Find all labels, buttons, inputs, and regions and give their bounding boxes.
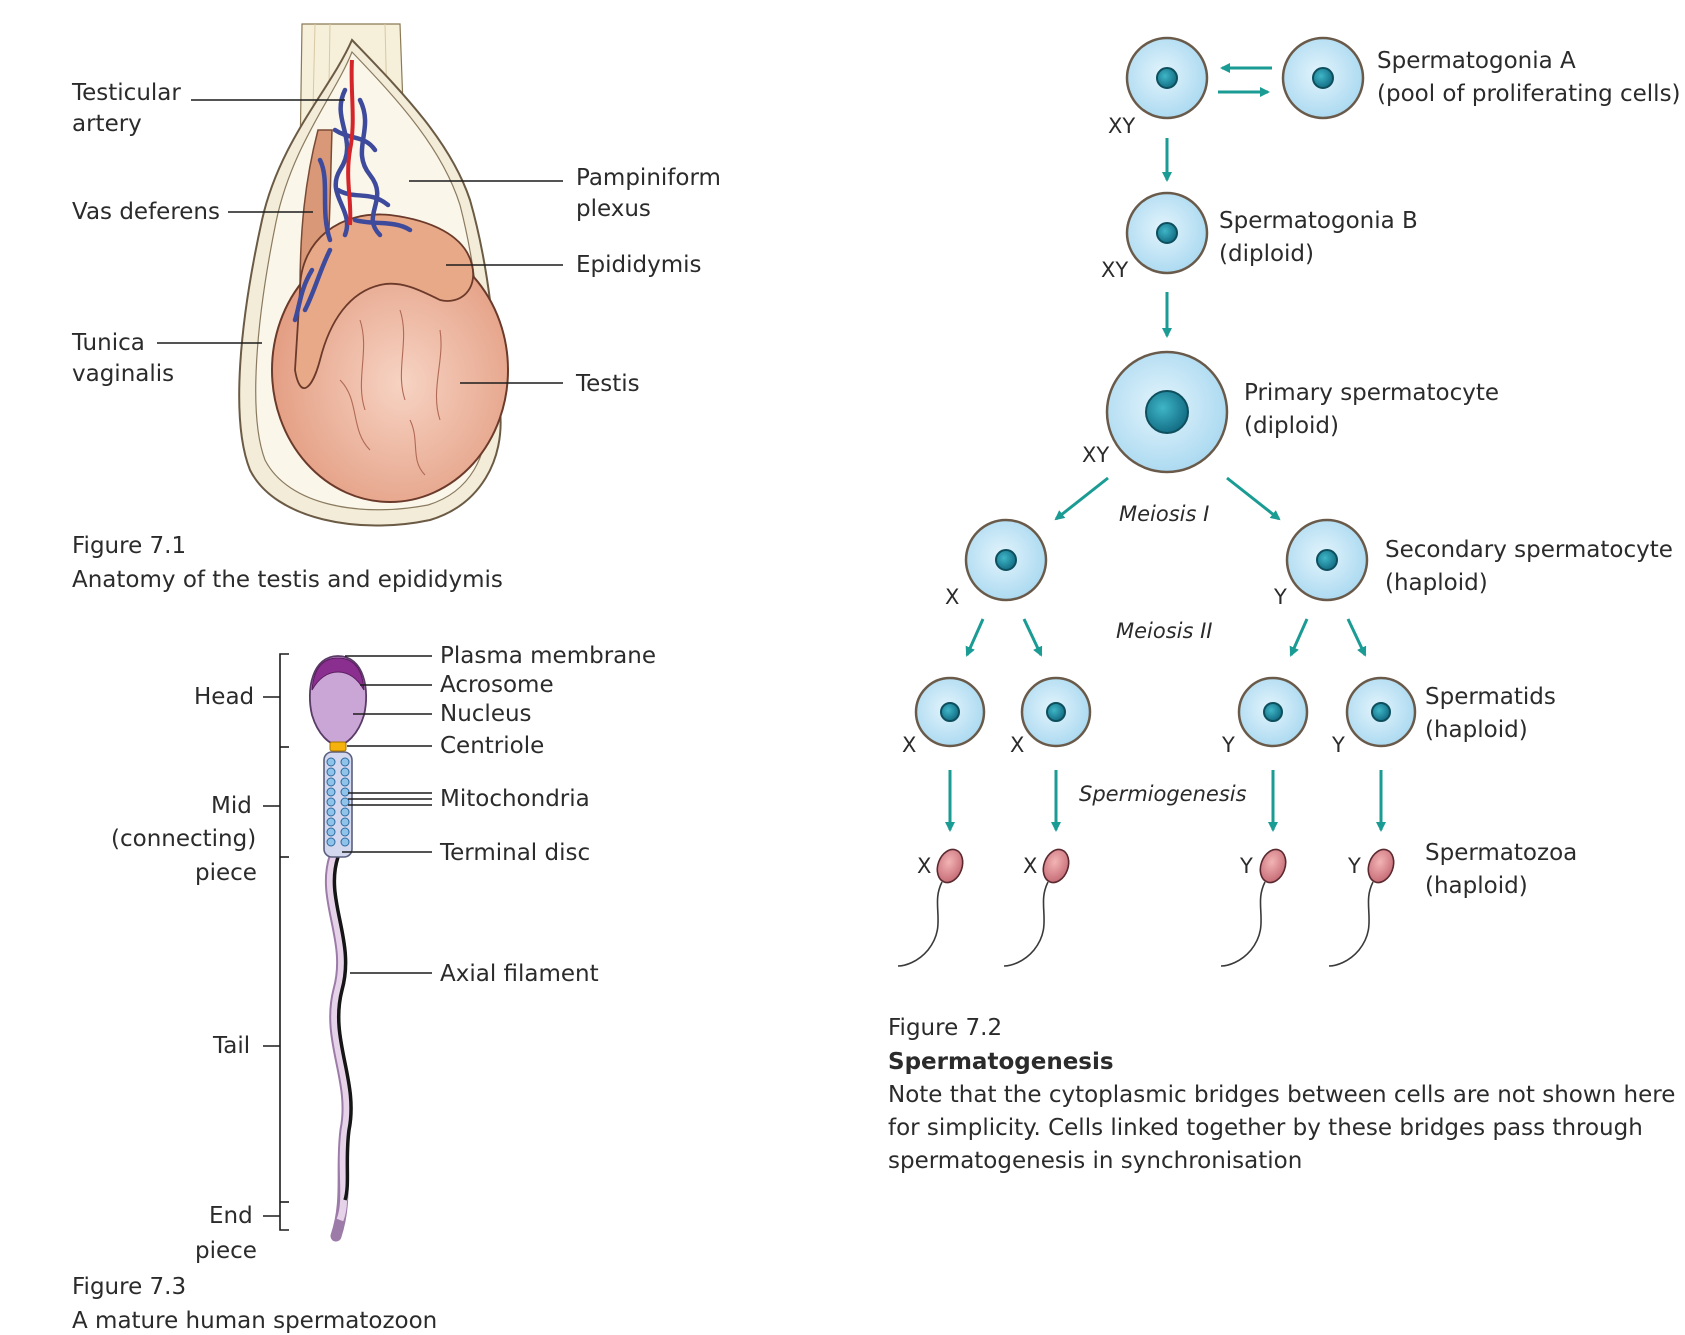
label-spermiogenesis: Spermiogenesis: [1079, 782, 1247, 806]
chrom-xy-a: XY: [1108, 114, 1135, 138]
label-tunica-1: Tunica: [71, 330, 145, 356]
caption-7-3-number: Figure 7.3: [72, 1274, 186, 1300]
label-spermatids-1: Spermatids: [1425, 684, 1556, 710]
label-mitochondria: Mitochondria: [440, 786, 590, 812]
label-spg-b-2: (diploid): [1219, 241, 1314, 267]
label-mid-1: Mid: [211, 793, 252, 819]
label-secondary-1: Secondary spermatocyte: [1385, 537, 1673, 563]
label-primary-1: Primary spermatocyte: [1244, 380, 1499, 406]
chrom-y-sperm-4: Y: [1347, 854, 1361, 878]
chrom-x-sperm-2: X: [1023, 854, 1037, 878]
label-epididymis: Epididymis: [576, 252, 702, 278]
cell-secondary-x: [964, 518, 1048, 602]
caption-7-1-number: Figure 7.1: [72, 533, 186, 559]
cell-spermatid-1: [914, 676, 986, 748]
cell-spermatogonia-a-right: [1281, 36, 1365, 120]
caption-7-2-title: Spermatogenesis: [888, 1049, 1114, 1075]
label-end-2: piece: [195, 1238, 257, 1264]
label-meiosis-2: Meiosis II: [1116, 619, 1213, 643]
chrom-y-spermatid-4: Y: [1331, 733, 1345, 757]
pampiniform-plexus: [292, 87, 413, 323]
label-pampiniform-1: Pampiniform: [576, 165, 721, 191]
label-mid-3: piece: [195, 860, 257, 886]
mitochondria: [326, 757, 350, 847]
figure-7-3-spermatozoon: Head Mid (connecting) piece Tail End pie…: [72, 643, 656, 1334]
label-secondary-2: (haploid): [1385, 570, 1488, 596]
spermatozoon-4: [1328, 848, 1395, 967]
chrom-y-sperm-3: Y: [1239, 854, 1253, 878]
arrow-meiosis2-1: [965, 618, 985, 657]
label-spg-a-2: (pool of proliferating cells): [1377, 81, 1681, 107]
label-meiosis-1: Meiosis I: [1119, 502, 1209, 526]
caption-7-2-line-2: for simplicity. Cells linked together by…: [888, 1115, 1643, 1141]
label-nucleus: Nucleus: [440, 701, 532, 727]
cell-primary-spermatocyte: [1105, 350, 1229, 474]
arrow-meiosis2-2: [1022, 618, 1043, 657]
label-tunica-2: vaginalis: [72, 361, 174, 387]
label-spg-a-1: Spermatogonia A: [1377, 48, 1576, 74]
cell-spermatogonia-a-left: [1125, 36, 1209, 120]
centriole: [329, 741, 347, 752]
arrow-meiosis1-right: [1226, 476, 1281, 521]
label-tail: Tail: [212, 1033, 250, 1059]
label-primary-2: (diploid): [1244, 413, 1339, 439]
spermatozoon-3: [1220, 848, 1287, 967]
cell-spermatogonia-b: [1125, 191, 1209, 275]
label-testis: Testis: [575, 371, 640, 397]
caption-7-2-line-3: spermatogenesis in synchronisation: [888, 1148, 1302, 1174]
cell-secondary-y: [1285, 518, 1369, 602]
label-vas-deferens: Vas deferens: [72, 199, 220, 225]
label-spermatozoa-2: (haploid): [1425, 873, 1528, 899]
label-mid-2: (connecting): [111, 826, 256, 852]
label-end-1: End: [209, 1203, 253, 1229]
label-terminal-disc: Terminal disc: [439, 840, 590, 866]
chrom-x-secondary: X: [945, 585, 959, 609]
testis-lobules: [339, 309, 442, 476]
cell-spermatid-3: [1237, 676, 1309, 748]
axial-filament: [332, 760, 353, 1201]
caption-7-2-line-1: Note that the cytoplasmic bridges betwee…: [888, 1082, 1675, 1108]
caption-7-3-title: A mature human spermatozoon: [72, 1308, 437, 1334]
chrom-xy-primary: XY: [1082, 443, 1109, 467]
chrom-y-secondary: Y: [1273, 585, 1287, 609]
arrow-meiosis2-3: [1289, 618, 1309, 657]
cell-spermatid-2: [1020, 676, 1092, 748]
label-plasma-membrane: Plasma membrane: [440, 643, 656, 669]
label-centriole: Centriole: [440, 733, 544, 759]
caption-7-1-title: Anatomy of the testis and epididymis: [72, 567, 503, 593]
arrow-meiosis1-left: [1054, 476, 1109, 521]
label-head: Head: [194, 684, 254, 710]
caption-7-2-number: Figure 7.2: [888, 1015, 1002, 1041]
chrom-xy-b: XY: [1101, 258, 1128, 282]
chrom-x-spermatid-1: X: [902, 733, 916, 757]
chrom-x-sperm-1: X: [917, 854, 931, 878]
testicular-artery: [346, 59, 355, 226]
label-acrosome: Acrosome: [440, 672, 554, 698]
spermatozoon-1: [897, 848, 964, 967]
label-testicular-artery-1: Testicular: [71, 80, 181, 106]
cell-spermatid-4: [1345, 676, 1417, 748]
label-spermatozoa-1: Spermatozoa: [1425, 840, 1577, 866]
arrow-meiosis2-4: [1346, 618, 1367, 657]
chrom-x-spermatid-2: X: [1010, 733, 1024, 757]
figure-7-1-testis-anatomy: Testicular artery Vas deferens Pampinifo…: [71, 23, 721, 593]
label-axial-filament: Axial filament: [440, 961, 599, 987]
figure-7-2-spermatogenesis: XY Spermatogonia A (pool of proliferatin…: [888, 36, 1681, 1174]
acrosome: [311, 657, 365, 691]
chrom-y-spermatid-3: Y: [1221, 733, 1235, 757]
label-spg-b-1: Spermatogonia B: [1219, 208, 1418, 234]
label-spermatids-2: (haploid): [1425, 717, 1528, 743]
label-testicular-artery-2: artery: [72, 111, 142, 137]
spermatozoon-2: [1003, 848, 1070, 967]
label-pampiniform-2: plexus: [576, 196, 651, 222]
